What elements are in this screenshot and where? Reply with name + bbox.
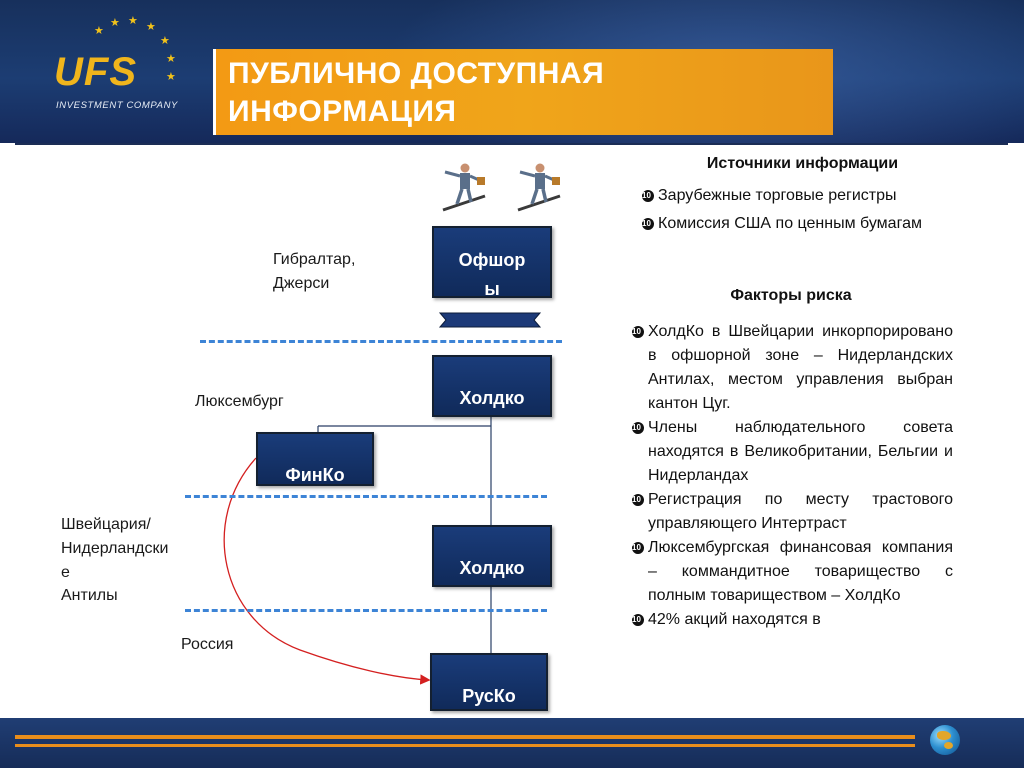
page-title: ПУБЛИЧНО ДОСТУПНАЯ ИНФОРМАЦИЯ — [228, 57, 605, 128]
ufs-logo: ★ ★ ★ ★ ★ ★ ★ UFS INVESTMENT COMPANY — [48, 14, 198, 119]
list-item-text: Регистрация по месту трастового управляю… — [648, 491, 953, 532]
label-switzerland: Швейцария/ — [61, 516, 151, 533]
star-icon: ★ — [166, 71, 176, 83]
footer-band — [0, 718, 1024, 768]
footer-stripe — [15, 744, 915, 747]
bullet-icon: 10 — [632, 326, 644, 338]
header-band: ★ ★ ★ ★ ★ ★ ★ UFS INVESTMENT COMPANY ПУБ… — [0, 0, 1024, 143]
node-holdco-mid: Холдко — [432, 525, 552, 587]
node-finco-label: ФинКо — [285, 465, 345, 485]
list-item-text: ХолдКо в Швейцарии инкорпорировано в офш… — [648, 323, 953, 412]
node-finco: ФинКо — [256, 432, 374, 486]
star-icon: ★ — [110, 17, 120, 29]
logo-subtitle: INVESTMENT COMPANY — [56, 100, 178, 111]
title-box: ПУБЛИЧНО ДОСТУПНАЯ ИНФОРМАЦИЯ — [213, 49, 833, 135]
globe-land — [944, 742, 953, 749]
bullet-icon: 10 — [632, 542, 644, 554]
star-icon: ★ — [94, 25, 104, 37]
label-netherlands-2: е — [61, 564, 70, 581]
star-icon: ★ — [146, 21, 156, 33]
ribbon-shape — [438, 312, 542, 328]
businessman-icon — [517, 163, 561, 212]
globe-land — [937, 731, 951, 740]
label-jersey: Джерси — [273, 275, 330, 292]
node-rusco: РусКо — [430, 653, 548, 711]
star-icon: ★ — [128, 15, 138, 27]
bullet-icon: 10 — [642, 190, 654, 202]
bullet-icon: 10 — [632, 494, 644, 506]
list-item: 10 Люксембургская финансовая компания – … — [632, 536, 953, 608]
node-holdco-top-label: Холдко — [459, 388, 525, 408]
list-item-text: Зарубежные торговые регистры — [658, 187, 897, 204]
logo-text: UFS — [54, 50, 137, 94]
sources-title: Источники информации — [706, 155, 899, 172]
list-item: 10 Комиссия США по ценным бумагам — [642, 212, 964, 236]
risks-title: Факторы риска — [730, 287, 852, 304]
list-item-text: Люксембургская финансовая компания – ком… — [648, 539, 953, 604]
node-holdco-top: Холдко — [432, 355, 552, 417]
dashed-separator — [185, 495, 547, 498]
list-item: 10 Регистрация по месту трастового управ… — [632, 488, 953, 536]
footer-stripe — [15, 735, 915, 739]
list-item: 10 42% акций находятся в — [632, 608, 953, 632]
list-item: 10 Зарубежные торговые регистры — [642, 184, 964, 208]
star-icon: ★ — [160, 35, 170, 47]
node-offshore: Офшор ы — [432, 226, 552, 298]
list-item: 10 ХолдКо в Швейцарии инкорпорировано в … — [632, 320, 953, 416]
node-rusco-label: РусКо — [462, 686, 516, 706]
node-offshore-label: Офшор — [458, 250, 526, 270]
sources-list: 10 Зарубежные торговые регистры 10 Комис… — [642, 184, 964, 236]
list-item-text: 42% акций находятся в — [648, 611, 821, 628]
list-item-text: Комиссия США по ценным бумагам — [658, 215, 922, 232]
header-divider — [15, 143, 1008, 145]
label-netherlands: Нидерландски — [61, 540, 169, 557]
businessman-icon — [442, 163, 486, 212]
label-luxembourg: Люксембург — [195, 393, 284, 410]
red-arrow — [223, 457, 431, 685]
bullet-icon: 10 — [632, 422, 644, 434]
dashed-separator — [185, 609, 547, 612]
label-antilles: Антилы — [61, 587, 118, 604]
node-holdco-mid-label: Холдко — [459, 558, 525, 578]
bullet-icon: 10 — [632, 614, 644, 626]
risks-list: 10 ХолдКо в Швейцарии инкорпорировано в … — [632, 320, 953, 632]
list-item: 10 Члены наблюдательного совета находятс… — [632, 416, 953, 488]
globe-icon — [930, 725, 960, 755]
node-offshore-label-2: ы — [484, 279, 500, 298]
dashed-separator — [200, 340, 562, 343]
bullet-icon: 10 — [642, 218, 654, 230]
label-russia: Россия — [181, 636, 234, 653]
label-gibraltar: Гибралтар, — [273, 251, 356, 268]
list-item-text: Члены наблюдательного совета находятся в… — [648, 419, 953, 484]
star-icon: ★ — [166, 53, 176, 65]
